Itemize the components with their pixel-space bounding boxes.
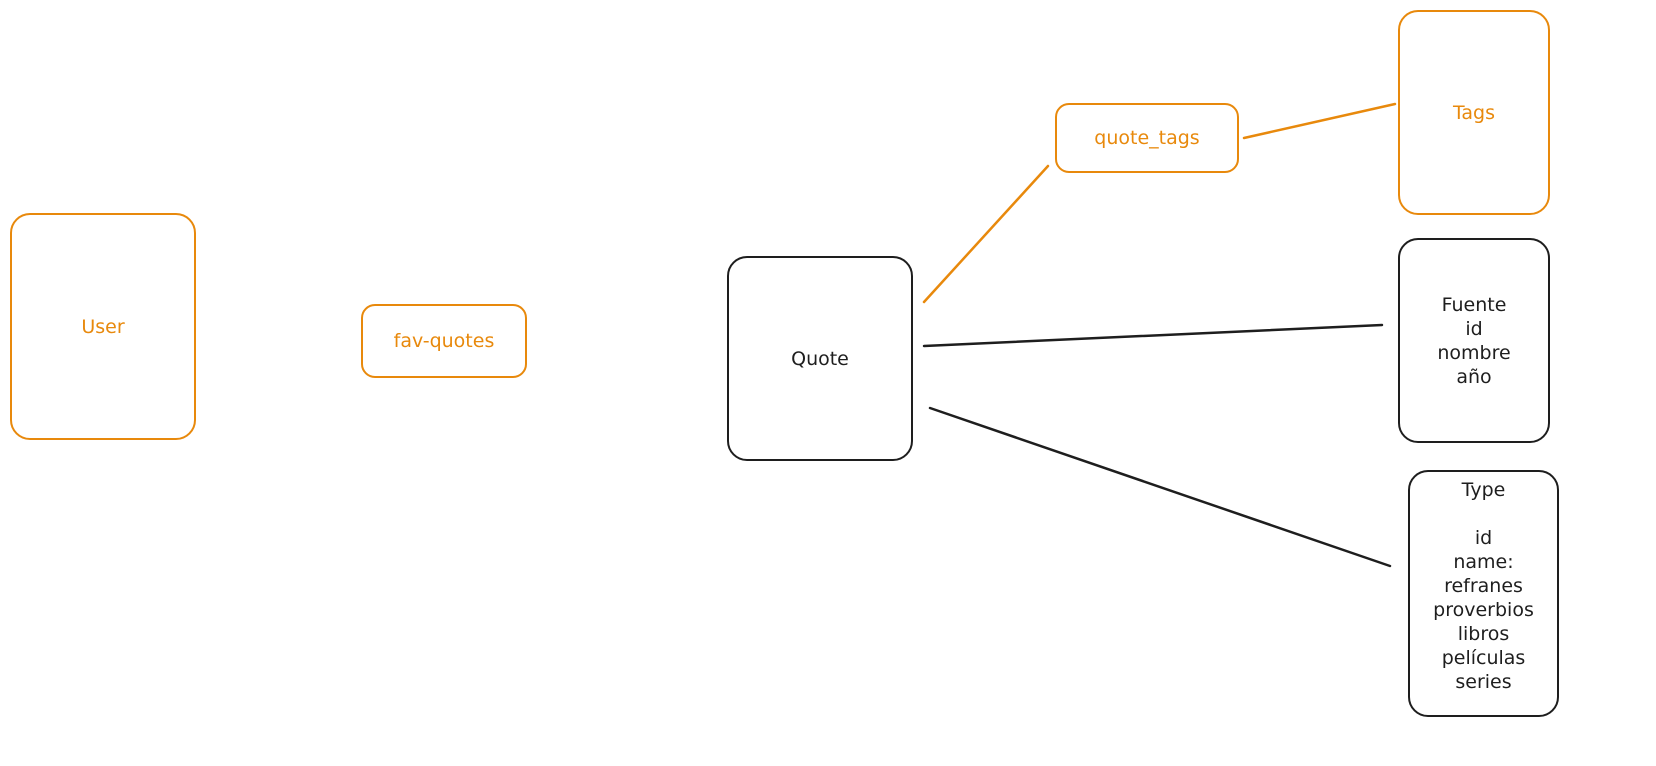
edge-quote-to-quote-tags (922, 164, 1050, 304)
entity-fuente-field-nombre: nombre (1437, 341, 1511, 364)
edge-quote-tags-to-tags (1242, 102, 1397, 140)
entity-type-value-peliculas: películas (1441, 647, 1526, 669)
entity-quote-tags[interactable]: quote_tags (1055, 103, 1239, 173)
entity-fav-quotes-label: fav-quotes (393, 330, 495, 352)
entity-fuente-field-id: id (1465, 317, 1483, 340)
entity-tags-label: Tags (1452, 101, 1496, 124)
edge-quote-to-fuente (922, 323, 1384, 348)
entity-fuente[interactable]: Fuente id nombre año (1398, 238, 1550, 443)
entity-type-title: Type (1461, 479, 1506, 501)
entity-type-value-libros: libros (1457, 623, 1510, 645)
entity-type-value-proverbios: proverbios (1433, 599, 1534, 621)
entity-user-label: User (81, 315, 125, 338)
entity-type-field-id: id (1474, 527, 1493, 549)
edge-quote-to-type (928, 406, 1392, 568)
entity-type-field-name: name: (1453, 551, 1514, 573)
entity-type-value-refranes: refranes (1444, 575, 1523, 597)
entity-fuente-title: Fuente (1441, 293, 1507, 316)
entity-user[interactable]: User (10, 213, 196, 440)
entity-type[interactable]: Type id name: refranes proverbios libros… (1408, 470, 1559, 717)
entity-quote[interactable]: Quote (727, 256, 913, 461)
entity-fuente-field-ano: año (1456, 365, 1492, 388)
entity-tags[interactable]: Tags (1398, 10, 1550, 215)
entity-quote-label: Quote (791, 347, 849, 370)
entity-type-value-series: series (1455, 671, 1512, 693)
entity-fav-quotes[interactable]: fav-quotes (361, 304, 527, 378)
entity-quote-tags-label: quote_tags (1094, 127, 1200, 149)
